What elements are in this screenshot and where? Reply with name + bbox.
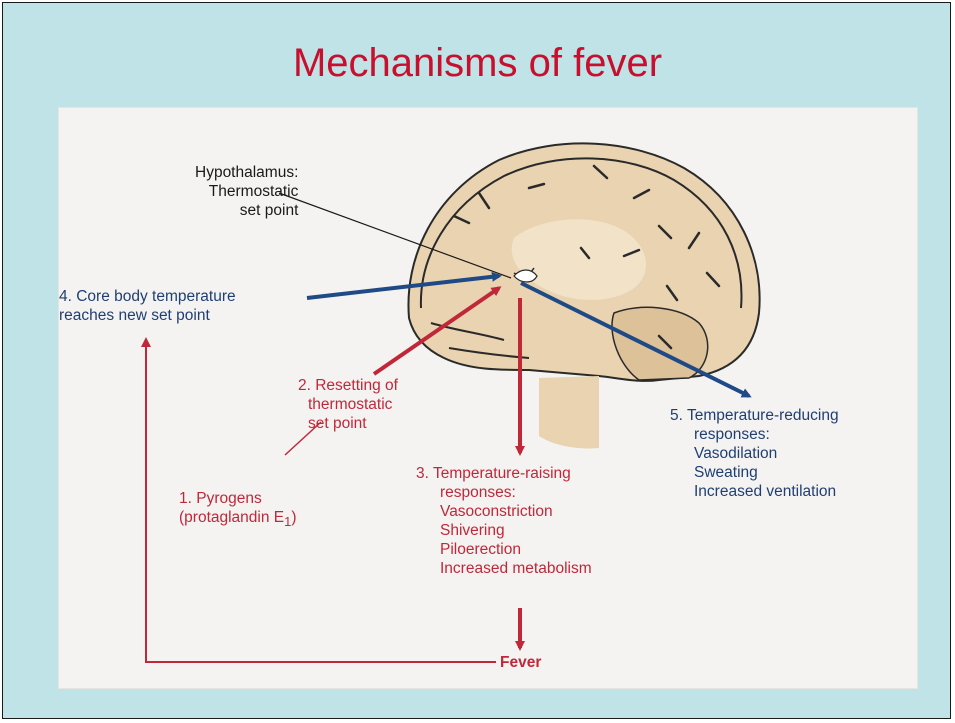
slide-title: Mechanisms of fever (3, 41, 952, 86)
step1-label: 1. Pyrogens (protaglandin E1) (179, 489, 296, 531)
brain-illustration-icon (408, 143, 759, 448)
diagram-panel: Hypothalamus: Thermostatic set point 4. … (58, 107, 918, 689)
fever-label: Fever (500, 653, 541, 672)
step3-label: 3. Temperature-raising responses: Vasoco… (416, 464, 592, 578)
step2-label: 2. Resetting of thermostatic set point (298, 376, 398, 433)
step4-label: 4. Core body temperature reaches new set… (59, 287, 236, 325)
diagram-graphics (59, 108, 917, 688)
hypothalamus-label: Hypothalamus: Thermostatic set point (195, 163, 298, 220)
step5-label: 5. Temperature-reducing responses: Vasod… (670, 406, 839, 501)
